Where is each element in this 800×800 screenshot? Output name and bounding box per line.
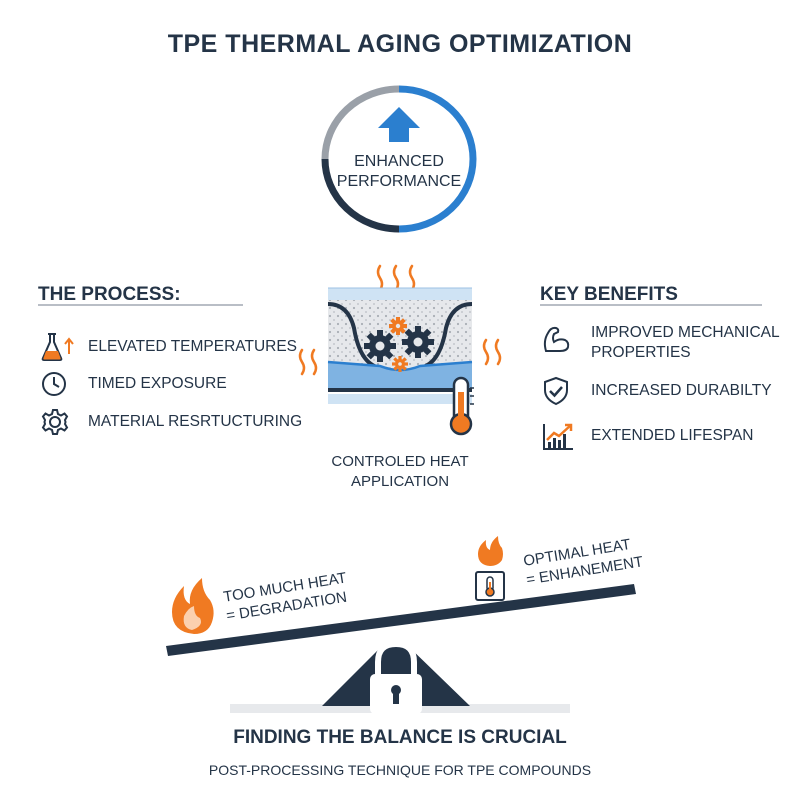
benefits-divider (540, 304, 762, 306)
clock-icon (42, 372, 66, 396)
benefit-item-label: INCREASED DURABILTY (591, 382, 772, 399)
technique-subtitle: POST-PROCESSING TECHNIQUE FOR TPE COMPOU… (208, 762, 592, 778)
process-item-label: TIMED EXPOSURE (88, 375, 227, 392)
thermometer-box-icon (475, 571, 505, 601)
heat-waves-icon (298, 264, 502, 376)
performance-line-1: ENHANCED (354, 153, 444, 170)
gear-icon (41, 409, 69, 435)
benefit-item-label: IMPROVED MECHANICAL PROPERTIES (591, 323, 780, 363)
lock-icon (370, 640, 422, 714)
process-item-label: MATERIAL RESRTUCTURING (88, 413, 303, 430)
benefits-heading: KEY BENEFITS (540, 284, 678, 305)
performance-ring (321, 85, 477, 233)
flame-small-icon (478, 536, 503, 566)
flame-icon (172, 578, 214, 634)
performance-label: ENHANCED PERFORMANCE (319, 152, 479, 192)
benefit-label-line-2: PROPERTIES (591, 344, 691, 361)
page-title: TPE THERMAL AGING OPTIMIZATION (167, 30, 633, 58)
thermometer-icon (449, 376, 474, 436)
gears-icon (364, 317, 434, 372)
process-item-exposure: TIMED EXPOSURE (40, 370, 227, 398)
process-item-restructuring: MATERIAL RESRTUCTURING (40, 407, 302, 437)
growth-chart-icon (543, 423, 573, 450)
seesaw-beam (166, 584, 636, 656)
heat-application-caption: CONTROLED HEAT APPLICATION (320, 452, 480, 492)
flask-icon (41, 333, 74, 361)
center-line-1: CONTROLED HEAT (331, 453, 469, 470)
benefit-item-durability: INCREASED DURABILTY (540, 375, 772, 407)
benefit-item-label: EXTENDED LIFESPAN (591, 427, 754, 444)
process-heading: THE PROCESS: (38, 284, 181, 305)
benefit-item-lifespan: EXTENDED LIFESPAN (540, 420, 754, 452)
balance-seesaw (166, 536, 636, 714)
performance-line-2: PERFORMANCE (336, 173, 462, 190)
up-arrow-icon (378, 107, 420, 142)
benefit-item-mechanical: IMPROVED MECHANICAL PROPERTIES (540, 323, 780, 363)
shield-check-icon (544, 376, 568, 406)
center-line-2: APPLICATION (350, 473, 450, 490)
benefit-label-line-1: IMPROVED MECHANICAL (591, 324, 780, 341)
process-item-label: ELEVATED TEMPERATURES (88, 338, 298, 355)
process-divider (38, 304, 243, 306)
heat-application-illustration (298, 264, 502, 436)
flexed-arm-icon (543, 326, 570, 352)
process-item-temperatures: ELEVATED TEMPERATURES (40, 332, 297, 362)
balance-title: FINDING THE BALANCE IS CRUCIAL (233, 727, 567, 748)
